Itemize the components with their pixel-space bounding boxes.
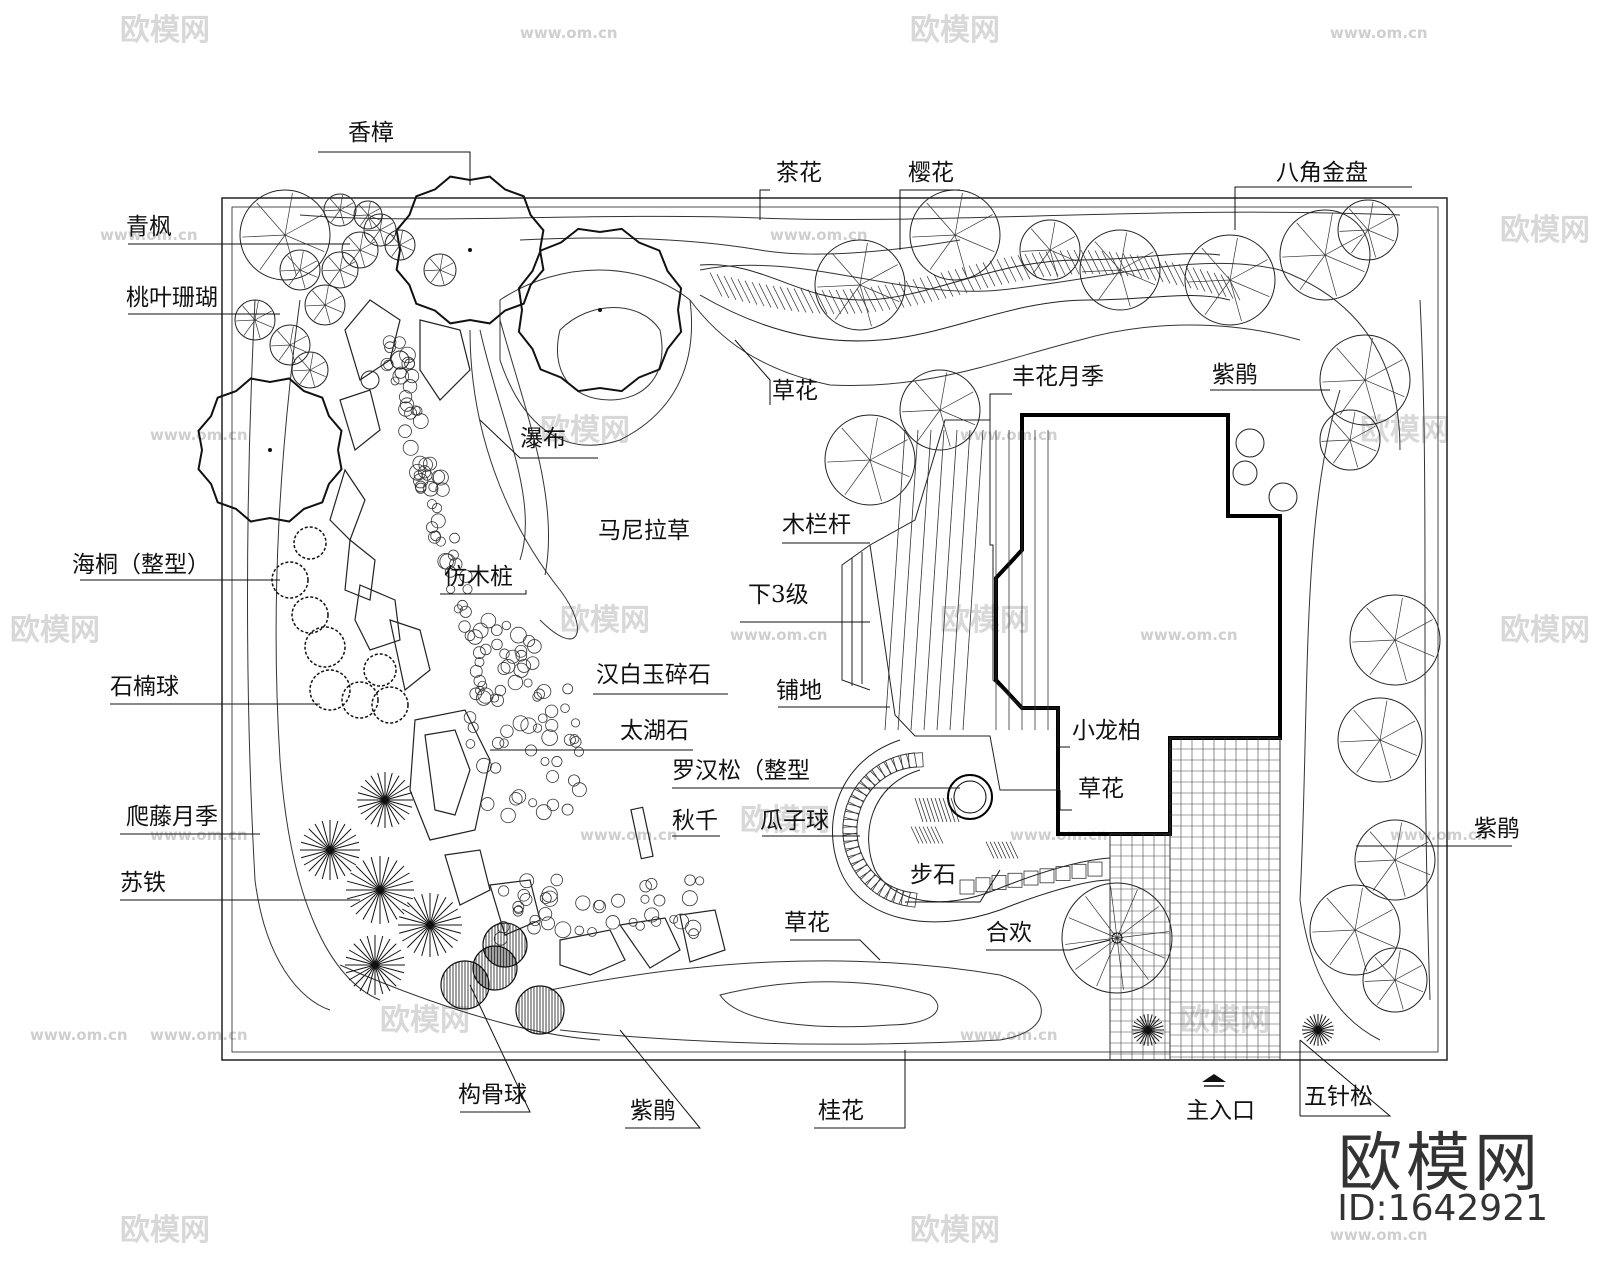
label-guihua: 桂花 <box>818 1098 864 1124</box>
terrain-contours <box>247 211 1431 1045</box>
label-caohua2: 草花 <box>1078 776 1124 802</box>
watermark-faint-url: www.om.cn <box>150 826 248 844</box>
watermark-faint-url: www.om.cn <box>960 1026 1058 1044</box>
label-rukou: 主入口 <box>1186 1098 1255 1124</box>
shrub-bands <box>699 253 1231 342</box>
taihu-rocks <box>329 299 726 976</box>
watermark-faint-url: www.om.cn <box>1330 1226 1428 1244</box>
wood-deck <box>869 419 1059 791</box>
watermark-faint-logo: 欧模网 <box>10 613 100 648</box>
watermark-faint-url: www.om.cn <box>100 226 198 244</box>
label-chahua: 茶花 <box>776 160 822 186</box>
watermark-logo: 欧模网 <box>1338 1127 1542 1201</box>
watermark-faint-url: www.om.cn <box>770 226 868 244</box>
label-pateng: 爬藤月季 <box>126 804 218 830</box>
watermark-faint-logo: 欧模网 <box>540 413 630 448</box>
watermark-faint-url: www.om.cn <box>520 24 618 42</box>
watermark-faint-url: www.om.cn <box>1390 826 1488 844</box>
label-qiuqian: 秋千 <box>672 808 718 834</box>
label-mulangan: 木栏杆 <box>782 512 851 538</box>
watermark-faint-logo: 欧模网 <box>1500 213 1590 248</box>
watermark-faint-logo: 欧模网 <box>1500 613 1590 648</box>
watermark-faint-logo: 欧模网 <box>120 1213 210 1248</box>
watermark-faint-logo: 欧模网 <box>380 1003 470 1038</box>
trees <box>197 175 1441 1046</box>
label-hanbaiyu: 汉白玉碎石 <box>596 662 711 688</box>
plant-labels: 香樟青枫桃叶珊瑚茶花樱花八角金盘草花丰花月季紫鹃瀑布马尼拉草木栏杆海桐（整型）仿… <box>72 120 1520 1124</box>
label-zijuan1: 紫鹃 <box>1212 362 1258 388</box>
label-gougu: 构骨球 <box>458 1082 527 1108</box>
watermark-faint-url: www.om.cn <box>150 1026 248 1044</box>
label-pudi: 铺地 <box>776 678 822 704</box>
label-xia3ji: 下3级 <box>748 582 809 608</box>
label-bushi: 步石 <box>910 862 956 888</box>
site-boundary <box>221 197 1448 1061</box>
swing <box>630 806 654 860</box>
watermark-faint-logo: 欧模网 <box>940 603 1030 638</box>
stepping-stone-path <box>832 739 1111 923</box>
label-haitong: 海桐（整型） <box>72 552 210 578</box>
watermark-faint-url: www.om.cn <box>580 826 678 844</box>
label-sutie: 苏铁 <box>120 870 166 896</box>
watermark-faint-logo: 欧模网 <box>560 603 650 638</box>
watermark-faint-logo: 欧模网 <box>910 13 1000 48</box>
label-guazi: 瓜子球 <box>760 808 829 834</box>
label-wuzhen: 五针松 <box>1304 1084 1373 1110</box>
watermark-faint-logo: 欧模网 <box>910 1213 1000 1248</box>
label-pubu: 瀑布 <box>520 426 566 452</box>
watermark-faint-url: www.om.cn <box>1330 24 1428 42</box>
shrub-hatching <box>709 249 1241 315</box>
watermark-faint-url: www.om.cn <box>1140 626 1238 644</box>
label-caohua3: 草花 <box>784 910 830 936</box>
label-bajiao: 八角金盘 <box>1276 160 1368 186</box>
deck-steps <box>841 544 871 691</box>
label-taihu: 太湖石 <box>620 718 689 744</box>
label-hehuan: 合欢 <box>986 920 1032 946</box>
label-zijuan3: 紫鹃 <box>630 1098 676 1124</box>
label-caohua1: 草花 <box>772 378 818 404</box>
label-xiaolong: 小龙柏 <box>1072 718 1141 744</box>
label-fenghua: 丰花月季 <box>1012 364 1104 390</box>
label-zijuan2: 紫鹃 <box>1474 816 1520 842</box>
watermark-faint-logo: 欧模网 <box>740 803 830 838</box>
waterfall <box>479 319 550 576</box>
label-fangmu: 仿木桩 <box>444 564 513 590</box>
deck-boards <box>884 429 1049 731</box>
marble-gravel <box>380 335 705 946</box>
leader-lines <box>80 151 1512 1129</box>
label-shinan: 石楠球 <box>110 674 179 700</box>
label-qingfeng: 青枫 <box>126 214 172 240</box>
watermark-faint-url: www.om.cn <box>730 626 828 644</box>
watermark-faint-logo: 欧模网 <box>120 13 210 48</box>
label-taoye: 桃叶珊瑚 <box>126 285 218 311</box>
label-xiangzhang: 香樟 <box>348 120 394 146</box>
label-luohan: 罗汉松（整型 <box>672 758 810 784</box>
label-yinghua: 樱花 <box>908 160 954 186</box>
watermark-pattern: 欧模网欧模网欧模网欧模网欧模网欧模网欧模网欧模网欧模网欧模网欧模网欧模网欧模网欧… <box>10 13 1590 1248</box>
watermark-id: ID:1642921 <box>1337 1188 1548 1229</box>
label-manila: 马尼拉草 <box>598 518 690 544</box>
entrance-paving <box>1109 737 1281 1061</box>
watermark-faint-url: www.om.cn <box>30 1026 128 1044</box>
entrance-arrow-icon <box>1202 1074 1226 1087</box>
watermark-faint-logo: 欧模网 <box>1360 413 1450 448</box>
